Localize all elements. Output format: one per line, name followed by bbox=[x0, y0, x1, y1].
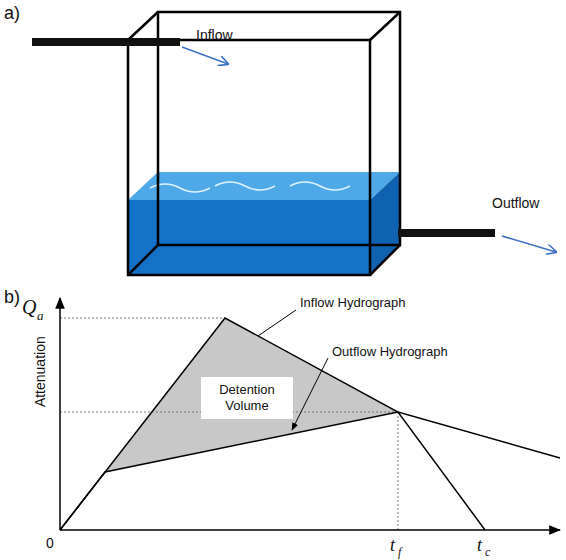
curve-label: Inflow Hydrograph bbox=[300, 296, 406, 310]
flow-label: Inflow bbox=[196, 28, 233, 43]
region-label-box: Detention Volume bbox=[201, 377, 293, 419]
axis-subscript: a bbox=[37, 309, 44, 323]
flow-label: Outflow bbox=[492, 196, 539, 211]
tick-label: t bbox=[477, 536, 482, 556]
region-label: Detention Volume bbox=[206, 382, 288, 413]
axis-origin: 0 bbox=[46, 536, 54, 551]
tick-subscript: c bbox=[485, 546, 490, 559]
tick-subscript: f bbox=[398, 546, 401, 559]
panel-letter: b) bbox=[4, 288, 20, 308]
hydrograph-chart bbox=[60, 298, 560, 530]
tick-label: t bbox=[390, 536, 395, 556]
panel-letter: a) bbox=[4, 4, 20, 24]
axis-note: Attenuation bbox=[32, 337, 47, 408]
axis-label: Q bbox=[22, 296, 36, 318]
curve-label: Outflow Hydrograph bbox=[332, 345, 448, 359]
tank bbox=[32, 12, 556, 275]
